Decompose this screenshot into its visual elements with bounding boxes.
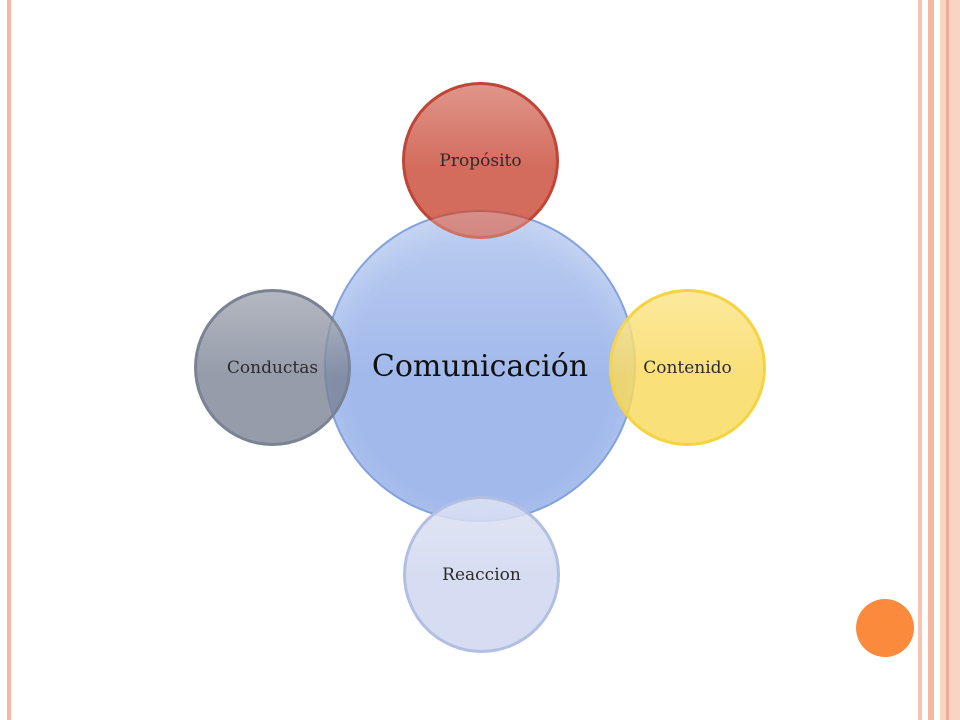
node-highlight (406, 499, 557, 650)
slide-frame-right-a (918, 0, 922, 720)
node-label-left: Conductas (226, 357, 319, 378)
node-highlight (612, 292, 763, 443)
node-conductas: Conductas (194, 289, 351, 446)
slide-frame-right-d (946, 0, 949, 720)
center-label: Comunicación (371, 348, 589, 384)
node-label-bottom: Reaccion (442, 564, 521, 585)
node-highlight (405, 85, 556, 236)
node-proposito: Propósito (402, 82, 559, 239)
slide-frame-right-b (928, 0, 934, 720)
node-reaccion: Reaccion (403, 496, 560, 653)
node-label-top: Propósito (439, 150, 522, 171)
node-label-right: Contenido (643, 357, 732, 378)
node-contenido: Contenido (609, 289, 766, 446)
slide-frame-right-c (940, 0, 960, 720)
slide-frame-left (7, 0, 11, 720)
center-circle: Comunicación (324, 210, 636, 522)
center-circle-highlight (326, 212, 634, 520)
node-highlight (197, 292, 348, 443)
orange-dot-decoration (856, 599, 914, 657)
